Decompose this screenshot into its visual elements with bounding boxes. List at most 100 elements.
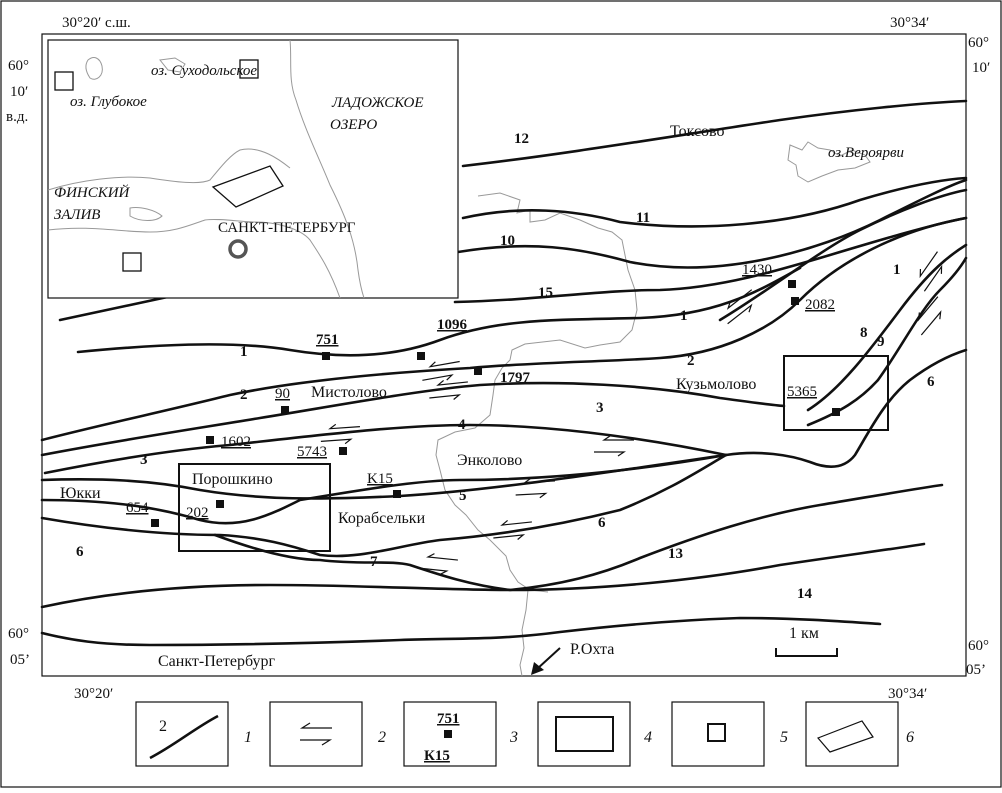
legend-area-polygon	[816, 720, 874, 753]
block-1-left: 1	[240, 344, 248, 360]
block-2-right: 2	[687, 353, 695, 369]
fault-3	[43, 423, 728, 475]
inset-ladoga-line1: ЛАДОЖСКОЕ	[331, 95, 424, 111]
coord-left-bottom-deg: 60°	[8, 626, 29, 642]
study-box-poroshkino	[178, 463, 331, 552]
well-label-202: 202	[186, 505, 209, 521]
inset-ladoga-shore	[289, 39, 365, 299]
shear-arrow-6	[493, 519, 532, 540]
well-label-2082: 2082	[805, 297, 835, 313]
block-3-left: 3	[140, 452, 148, 468]
block-1-mid: 1	[680, 308, 688, 324]
well-label-90: 90	[275, 386, 290, 402]
shear-arrow-1	[422, 360, 460, 381]
block-9: 9	[877, 334, 885, 350]
inset-coast-small	[85, 57, 103, 80]
river-flow-arrow	[531, 647, 561, 675]
legend-well-bottom: К15	[424, 748, 450, 764]
inset-frame	[47, 39, 459, 299]
fault-6-mid	[40, 453, 728, 558]
fault-2	[40, 381, 786, 457]
legend-num-6: 6	[906, 729, 914, 746]
legend-num-2: 2	[378, 729, 386, 746]
shear-arrow-8	[726, 289, 753, 325]
fault-10	[456, 178, 968, 269]
well-marker-2082	[791, 297, 799, 305]
place-poroshkino: Порошкино	[192, 471, 273, 488]
well-marker-751	[322, 352, 330, 360]
river-okhta-lower	[519, 589, 529, 677]
legend-num-1: 1	[244, 729, 252, 746]
shear-arrow-9	[919, 251, 943, 292]
fault-12	[461, 99, 968, 168]
coord-bottom-right: 30°34′	[888, 686, 927, 702]
well-label-5365: 5365	[787, 384, 817, 400]
inset-gulf-shore-north	[47, 148, 291, 191]
coord-right-bottom-deg: 60°	[968, 638, 989, 654]
legend-box-3	[403, 701, 497, 767]
fault-lines	[40, 99, 968, 647]
coord-right-top-min: 10′	[972, 60, 990, 76]
well-label-5743: 5743	[297, 444, 327, 460]
fault-4-5	[40, 453, 728, 525]
coord-left-bottom-min: 05’	[10, 652, 30, 668]
coord-top-right: 30°34′	[890, 15, 929, 31]
shear-arrow-5	[515, 477, 556, 499]
map-frame	[41, 33, 967, 677]
inset-gulf-shore-south	[47, 218, 341, 299]
well-marker-1602	[206, 436, 214, 444]
legend-num-4: 4	[644, 729, 652, 746]
fault-1	[76, 266, 802, 357]
fault-9	[806, 243, 968, 412]
block-8: 8	[860, 325, 868, 341]
fault-14	[40, 616, 882, 647]
well-markers	[151, 280, 840, 527]
legend-shear-arrows	[299, 722, 333, 746]
block-14: 14	[797, 586, 813, 602]
well-label-1430: 1430	[742, 262, 772, 278]
river-okhta-line	[435, 192, 638, 593]
well-marker-90	[281, 406, 289, 414]
well-marker-1096	[417, 352, 425, 360]
legend-small-square	[707, 723, 726, 742]
place-enkolovo: Энколово	[457, 452, 522, 469]
block-6-mid: 6	[598, 515, 606, 531]
legend-box-4	[537, 701, 631, 767]
legend-box-5	[671, 701, 765, 767]
fault-8	[718, 188, 968, 322]
inset-lake-glubokoe: оз. Глубокое	[70, 94, 147, 110]
place-korabselki: Корабсельки	[338, 510, 426, 527]
legend-box-1	[135, 701, 229, 767]
place-kuzmolovo: Кузьмолово	[676, 376, 756, 393]
fault-13	[40, 542, 926, 609]
place-lake-veroyarvi: оз.Вероярви	[828, 145, 904, 161]
coord-left-top-min: 10′	[10, 84, 28, 100]
fault-11	[461, 176, 968, 228]
legend-num-3: 3	[509, 729, 518, 746]
inset-square-sukhodolskoe	[239, 59, 259, 79]
shear-arrow-10	[917, 296, 942, 336]
legend-fault-sample	[149, 714, 219, 760]
coord-left-top-deg: 60°	[8, 58, 29, 74]
well-label-654: 654	[126, 500, 149, 516]
scale-bar: 1 км	[775, 625, 838, 657]
well-marker-202	[216, 500, 224, 508]
inset-map: оз. Суходольское оз. Глубокое ЛАДОЖСКОЕ …	[47, 39, 459, 299]
block-3-right: 3	[596, 400, 604, 416]
place-yukki: Юкки	[60, 485, 101, 502]
block-11: 11	[636, 210, 650, 226]
block-2-left: 2	[240, 387, 248, 403]
well-marker-654	[151, 519, 159, 527]
inset-city-label: САНКТ-ПЕТЕРБУРГ	[218, 220, 356, 236]
place-mistolovo: Мистолово	[311, 384, 387, 401]
coord-right-top-deg: 60°	[968, 35, 989, 51]
well-label-k15: K15	[367, 471, 393, 487]
legend-num-5: 5	[780, 729, 788, 746]
well-label-751: 751	[316, 332, 339, 348]
shear-arrow-7	[416, 553, 458, 575]
inset-study-area	[211, 165, 284, 208]
block-13: 13	[668, 546, 683, 562]
